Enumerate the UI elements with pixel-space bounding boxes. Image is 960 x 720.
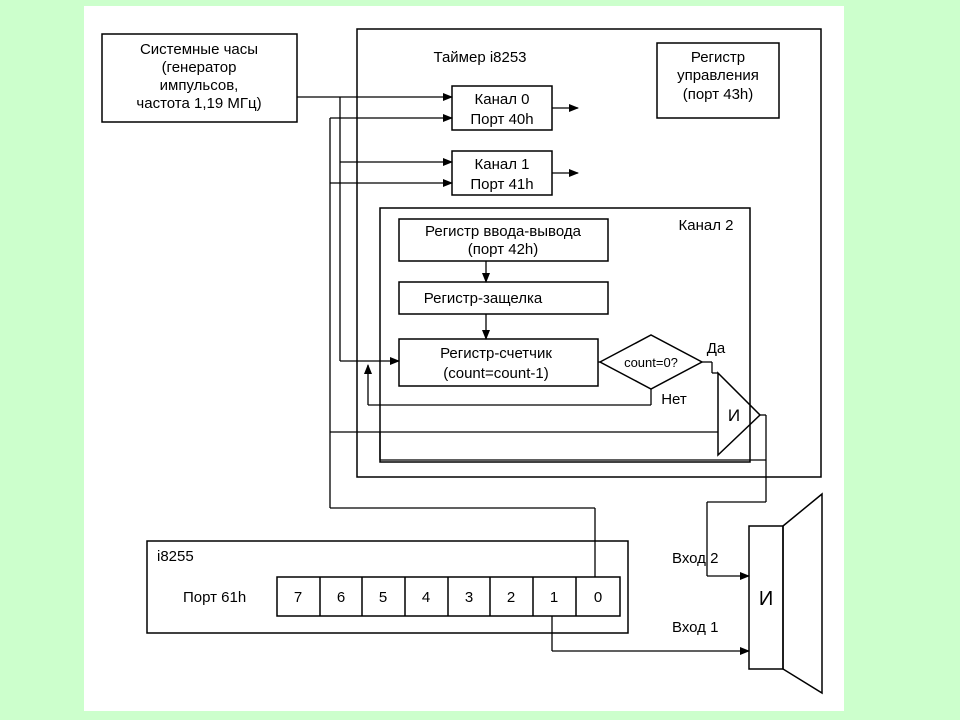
port61h-label: Порт 61h [183,589,246,606]
port61h-bit: 1 [550,589,558,606]
speaker-input1-label: Вход 1 [672,619,718,636]
timer-title: Таймер i8253 [433,49,526,66]
and-gate-channel2 [717,371,762,457]
channel1-line1: Канал 1 [475,156,530,173]
system-clock-line4: частота 1,19 МГц) [136,95,261,112]
io-register-line1: Регистр ввода-вывода [425,223,582,240]
port61h-bit: 5 [379,589,387,606]
control-register-line3: (порт 43h) [683,86,754,103]
port61h-bit: 6 [337,589,345,606]
speaker-cone [782,492,823,695]
speaker-input2-label: Вход 2 [672,550,718,567]
system-clock-line1: Системные часы [140,41,258,58]
i8255-box [146,540,629,634]
system-clock-box [101,33,298,123]
and-gate-label: И [728,406,740,425]
connections [297,93,767,655]
channel0-line2: Порт 40h [470,111,533,128]
latch-register-box [398,281,609,315]
yes-label: Да [707,340,726,357]
timer-i8253-box [356,28,822,478]
latch-register-label: Регистр-защелка [424,290,543,307]
system-clock-line2: (генератор [162,59,237,76]
paper-background [84,6,844,711]
control-register-line2: управления [677,67,759,84]
channel2-title: Канал 2 [679,217,734,234]
control-register-box [656,42,780,119]
io-register-line2: (порт 42h) [468,241,539,258]
port61h-bit: 2 [507,589,515,606]
port61h-bit: 0 [594,589,602,606]
channel1-line2: Порт 41h [470,176,533,193]
speaker-gate-label: И [759,588,773,610]
port61h-bit-dividers [319,577,577,616]
no-label: Нет [661,391,687,408]
io-register-box [398,218,609,262]
system-clock-line3: импульсов, [160,77,239,94]
control-register-line1: Регистр [691,49,745,66]
counter-register-line2: (count=count-1) [443,365,548,382]
port61h-bit: 4 [422,589,430,606]
i8255-title: i8255 [157,548,194,565]
port61h-bit: 3 [465,589,473,606]
channel2-box [379,207,751,463]
condition-label: count=0? [624,355,678,370]
counter-register-line1: Регистр-счетчик [440,345,552,362]
channel0-line1: Канал 0 [475,91,530,108]
port61h-bit: 7 [294,589,302,606]
